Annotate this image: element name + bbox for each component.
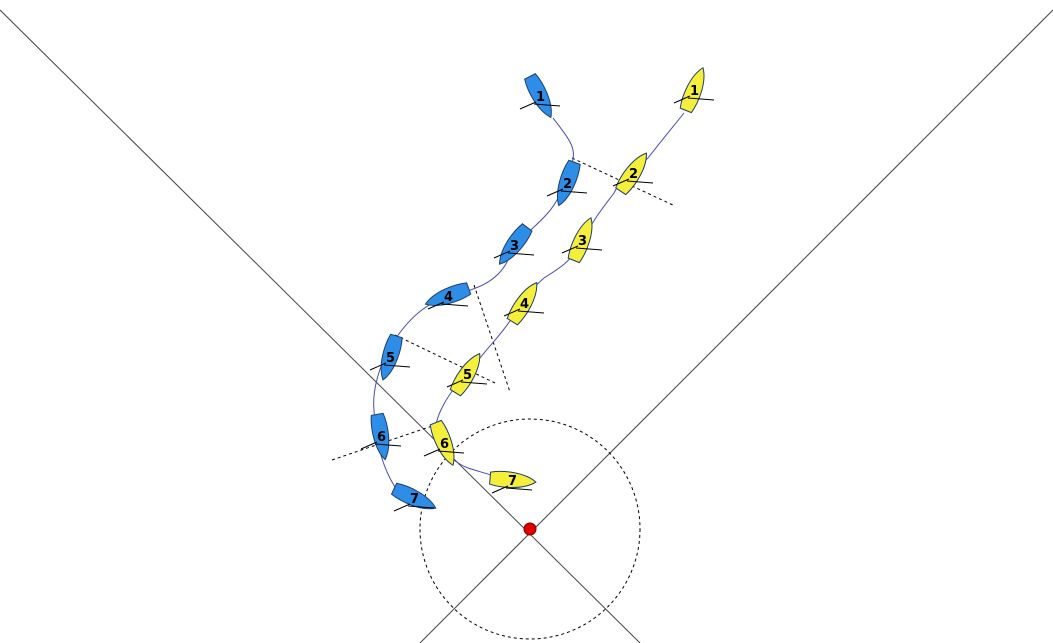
starboard-layline — [419, 9, 1053, 643]
blue-boat-sail — [533, 103, 561, 107]
yellow-boat-sail — [460, 381, 488, 385]
blue-boat-sheet — [360, 441, 378, 450]
laylines — [0, 9, 1053, 643]
blue-boat-hull — [424, 282, 472, 306]
yellow-boat-label: 2 — [629, 167, 638, 182]
blue-boat-label: 1 — [536, 90, 545, 105]
yellow-boat-6: 6 — [423, 419, 465, 467]
yellow-boat-sheet — [491, 485, 509, 494]
yellow-boat-track — [435, 112, 685, 481]
yellow-boat-4: 4 — [503, 281, 545, 326]
blue-boat-sail — [441, 303, 469, 307]
yellow-boat-label: 4 — [520, 297, 529, 312]
blue-boat-group: 1 2 3 4 5 6 7 — [360, 73, 588, 512]
yellow-boat-hull — [679, 66, 705, 114]
blue-boat-3: 3 — [493, 223, 535, 265]
yellow-boat-label: 5 — [463, 368, 472, 383]
yellow-boat-sail — [505, 487, 533, 491]
blue-boat-7: 7 — [390, 482, 437, 512]
blue-boat-sheet — [427, 301, 445, 310]
yellow-boat-hull — [615, 152, 647, 196]
yellow-boat-label: 6 — [440, 437, 449, 452]
yellow-boat-hull — [506, 281, 538, 326]
yellow-boat-5: 5 — [446, 352, 488, 397]
yellow-boat-sail — [437, 450, 465, 454]
zone-circle — [419, 418, 641, 640]
yellow-boat-2: 2 — [612, 152, 654, 196]
yellow-boat-hull — [489, 470, 537, 489]
yellow-boat-sheet — [446, 379, 464, 388]
blue-boat-hull — [390, 482, 437, 510]
yellow-boat-sheet — [673, 95, 691, 104]
yellow-boat-label: 3 — [578, 234, 587, 249]
blue-boat-label: 2 — [563, 177, 572, 192]
yellow-boat-sheet — [423, 448, 441, 457]
yellow-boat-sheet — [561, 245, 579, 254]
overlap-line-4 — [473, 284, 511, 393]
blue-boat-sail — [407, 505, 435, 509]
blue-boat-sail — [560, 190, 588, 194]
yellow-boat-7: 7 — [489, 470, 537, 494]
blue-boat-label: 4 — [444, 290, 453, 305]
blue-boat-sheet — [546, 188, 564, 197]
yellow-boat-1: 1 — [673, 66, 715, 114]
mark — [523, 522, 537, 536]
port-layline — [0, 9, 641, 643]
yellow-boat-hull — [567, 216, 593, 264]
yellow-boat-hull — [449, 352, 481, 397]
blue-boat-sheet — [369, 362, 387, 371]
blue-boat-hull — [499, 223, 533, 265]
blue-boat-label: 3 — [510, 239, 519, 254]
yellow-boat-label: 1 — [690, 84, 699, 99]
blue-boat-2: 2 — [546, 159, 588, 207]
yellow-boat-sheet — [612, 178, 630, 187]
blue-boat-label: 7 — [410, 492, 419, 507]
blue-boat-5: 5 — [369, 333, 411, 381]
blue-boat-sheet — [519, 101, 537, 110]
yellow-boat-sail — [626, 180, 654, 184]
blue-boat-sail — [374, 443, 402, 447]
blue-boat-sheet — [493, 250, 511, 259]
yellow-boat-3: 3 — [561, 216, 603, 264]
blue-boat-hull — [524, 73, 552, 119]
yellow-boat-hull — [429, 419, 455, 467]
blue-boat-sail — [507, 252, 535, 256]
yellow-boat-sail — [517, 310, 545, 314]
overlap-line-5 — [394, 334, 496, 384]
blue-boat-track — [373, 117, 575, 506]
blue-boat-sail — [383, 364, 411, 368]
blue-boat-label: 6 — [377, 430, 386, 445]
blue-boat-label: 5 — [386, 351, 395, 366]
yellow-boat-sail — [687, 97, 715, 101]
blue-boat-4: 4 — [424, 282, 472, 310]
blue-boat-1: 1 — [519, 73, 561, 119]
yellow-boat-label: 7 — [508, 474, 517, 489]
blue-boat-sheet — [393, 503, 411, 512]
blue-boat-6: 6 — [360, 412, 402, 461]
yellow-boat-sail — [575, 247, 603, 251]
yellow-boat-group: 1 2 3 4 5 6 7 — [423, 66, 715, 494]
yellow-boat-sheet — [503, 308, 521, 317]
